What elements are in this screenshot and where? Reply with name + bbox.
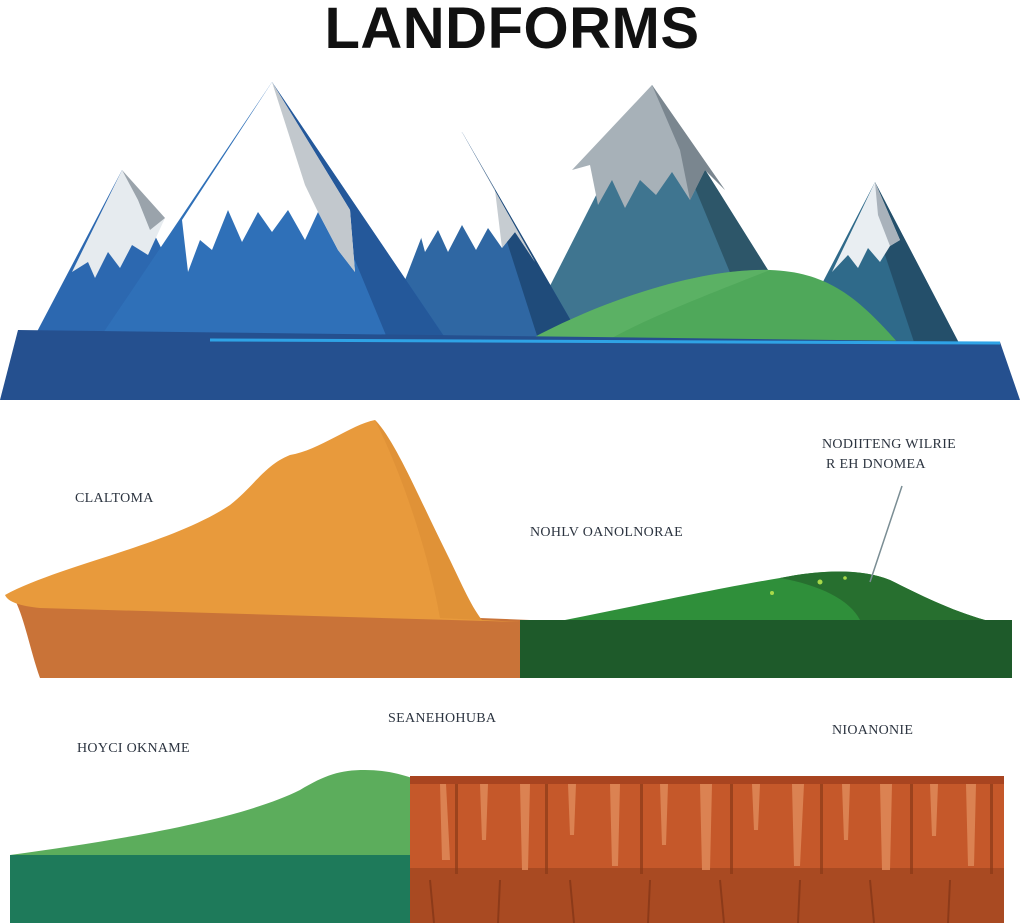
- callout-line: [869, 485, 903, 583]
- label-plateau: CLALTOMA: [75, 491, 154, 506]
- label-bottom-middle: SEANEHOHUBA: [388, 711, 497, 726]
- snowcap-main: [182, 82, 355, 272]
- plains-scene: [520, 485, 1012, 678]
- slope-scene: [10, 770, 450, 923]
- plateau-scene: [5, 420, 530, 678]
- waterline: [209, 338, 1001, 345]
- plains-base: [520, 620, 1012, 678]
- label-bottom-left: HOYCI OKNAME: [77, 741, 190, 756]
- label-plains: NOHLV OANOLNORAE: [530, 525, 683, 540]
- plateau-base: [15, 600, 530, 678]
- label-bottom-right: NIOANONIE: [832, 723, 914, 738]
- ocean-base: [0, 330, 1020, 400]
- green-slope: [10, 770, 440, 870]
- diagram-title: LANDFORMS: [324, 0, 700, 61]
- plateau-orange: [5, 420, 520, 622]
- canyon-scene: [410, 776, 1004, 923]
- label-hill-line2: R EH DNOMEA: [826, 457, 926, 472]
- label-hill-line1: NODIITENG WILRIE: [822, 437, 957, 452]
- teal-base: [10, 855, 450, 923]
- canyon-columns: [440, 784, 976, 870]
- mountain-range: [0, 82, 1020, 400]
